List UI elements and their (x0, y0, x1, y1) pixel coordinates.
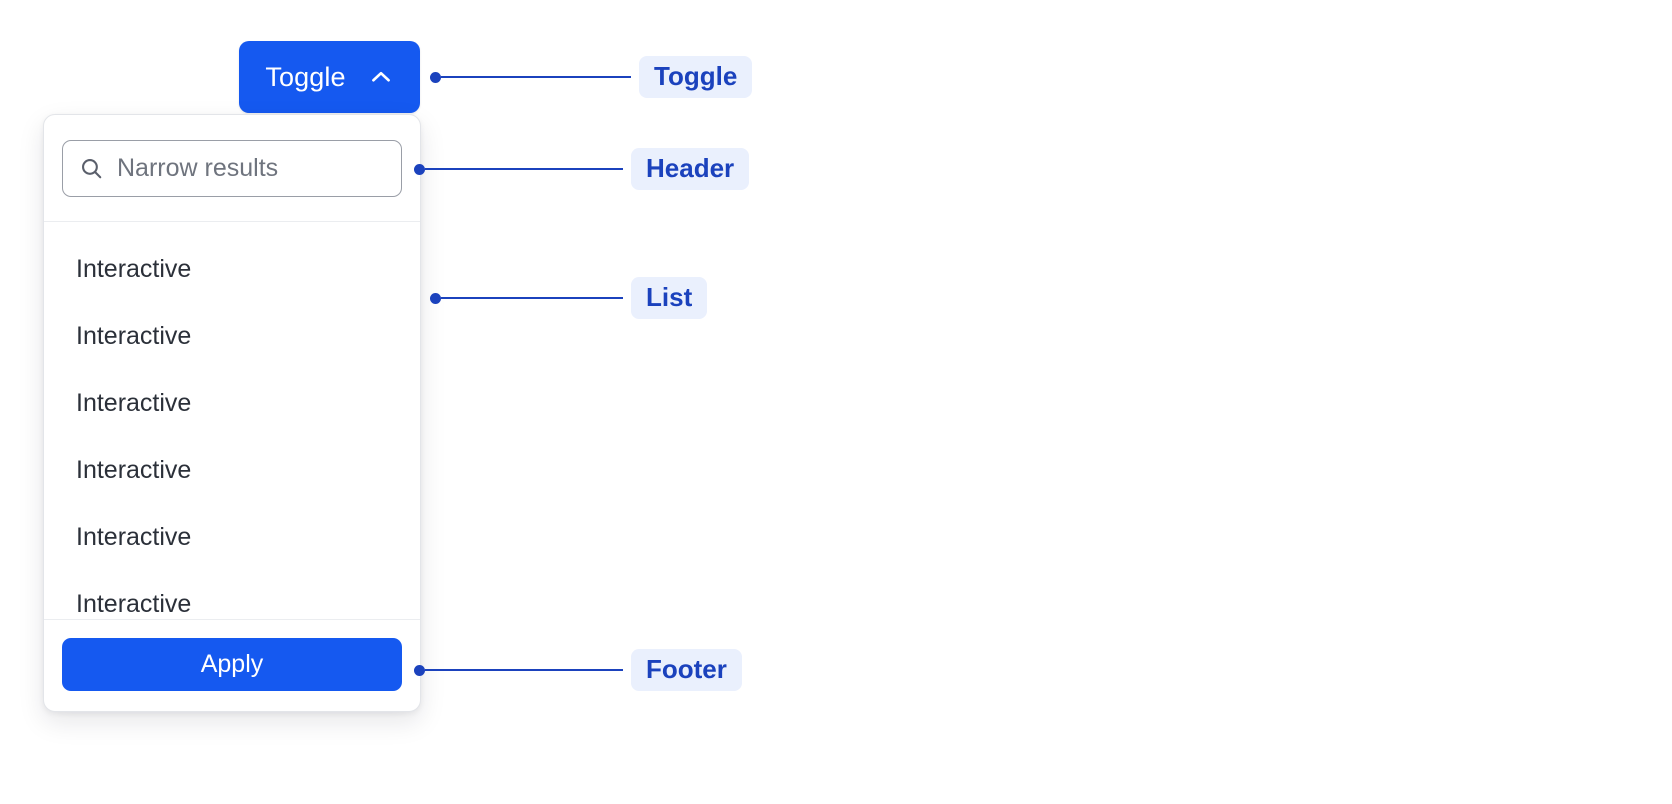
toggle-button-label: Toggle (265, 61, 346, 92)
apply-button[interactable]: Apply (62, 638, 402, 691)
list-item[interactable]: Interactive (44, 303, 420, 370)
annotation-dot (414, 163, 425, 175)
list-item[interactable]: Interactive (44, 370, 420, 437)
annotation-label: Footer (631, 649, 742, 691)
chevron-up-icon (368, 64, 394, 90)
dropdown-list[interactable]: Interactive Interactive Interactive Inte… (44, 222, 420, 620)
annotation-dot (430, 292, 441, 304)
list-item[interactable]: Interactive (44, 504, 420, 571)
list-item-label: Interactive (76, 456, 192, 484)
dropdown-header (44, 115, 420, 222)
dropdown-footer: Apply (44, 620, 420, 711)
annotation-label: Header (631, 148, 750, 190)
list-item-label: Interactive (76, 255, 192, 283)
list-item-label: Interactive (76, 389, 192, 417)
search-input[interactable] (117, 154, 385, 183)
annotation-leader-line (425, 669, 623, 671)
annotation-leader-line (441, 76, 631, 78)
list-item-label: Interactive (76, 590, 192, 618)
search-icon (79, 156, 104, 181)
list-item-label: Interactive (76, 523, 192, 551)
annotation-label: List (631, 277, 708, 319)
annotation-label: Toggle (639, 56, 753, 98)
list-item[interactable]: Interactive (44, 571, 420, 619)
toggle-button[interactable]: Toggle (239, 41, 420, 113)
annotation-dot (430, 71, 441, 83)
list-item-label: Interactive (76, 322, 192, 350)
list-item[interactable]: Interactive (44, 236, 420, 303)
annotation-leader-line (441, 297, 623, 299)
search-field[interactable] (62, 140, 402, 197)
annotation-dot (414, 664, 425, 676)
annotation-leader-line (425, 168, 623, 170)
list-item[interactable]: Interactive (44, 437, 420, 504)
dropdown-panel: Interactive Interactive Interactive Inte… (43, 114, 421, 712)
